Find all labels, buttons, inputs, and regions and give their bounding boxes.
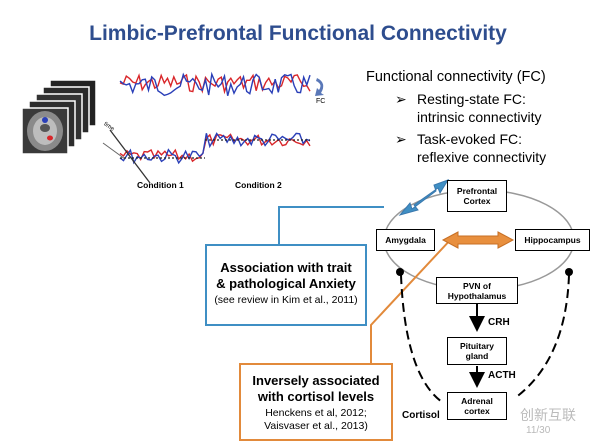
page-number: 11/30 [526,425,550,436]
anxiety-callout-reference: (see review in Kim et al., 2011) [207,294,365,307]
amygdala-box: Amygdala [376,229,435,251]
anxiety-callout: Association with trait& pathological Anx… [205,244,367,326]
watermark-text: 创新互联 [520,405,576,425]
hippocampus-box: Hippocampus [515,229,590,251]
blue-connector-line [279,207,384,244]
cortisol-callout-reference: Henckens et al, 2012;Vaisvaser et al., 2… [241,407,391,433]
blue-double-arrow [400,180,448,215]
anxiety-callout-title: Association with trait& pathological Anx… [207,260,365,292]
feedback-terminal-left [396,268,404,276]
acth-label: ACTH [488,370,516,381]
orange-double-arrow [443,232,513,248]
cortisol-label: Cortisol [402,410,440,421]
feedback-terminal-right [565,268,573,276]
cortisol-feedback-right [515,275,569,398]
crh-label: CRH [488,317,510,328]
